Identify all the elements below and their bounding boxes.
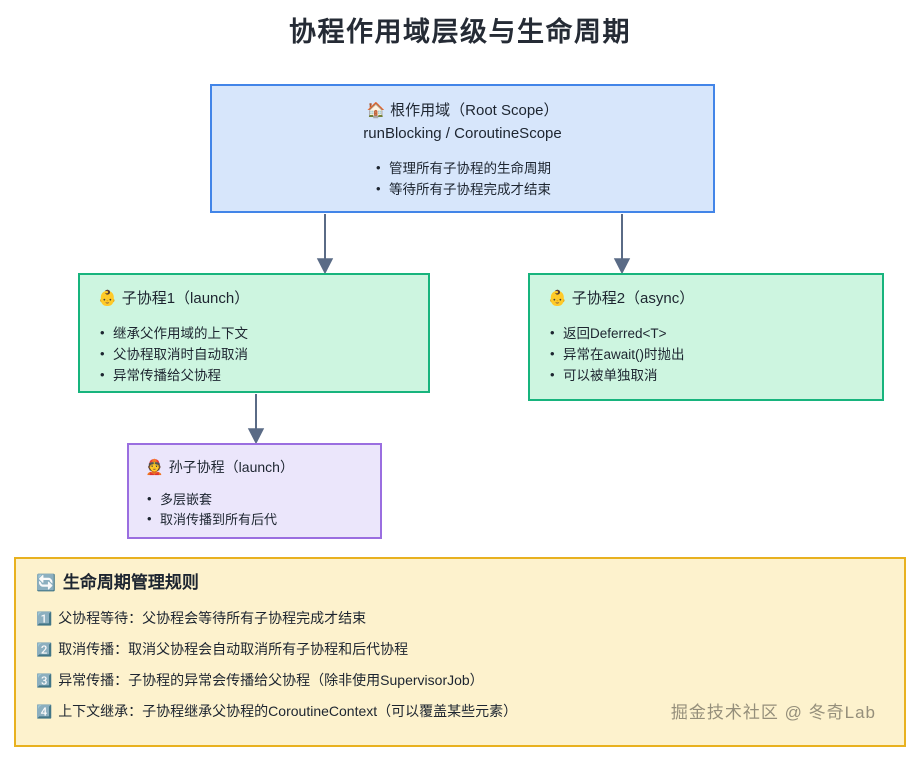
rule-text-1: 父协程等待：父协程会等待所有子协程完成才结束 xyxy=(58,610,367,626)
list-item: 管理所有子协程的生命周期 xyxy=(374,157,551,179)
node-child-coroutine-2[interactable]: 👶子协程2（async） 返回Deferred<T> 异常在await()时抛出… xyxy=(528,273,884,401)
rule-number-badge-2: 2️⃣ xyxy=(36,642,53,657)
baby-icon: 👶 xyxy=(98,290,117,307)
node-child2-bullets: 返回Deferred<T> 异常在await()时抛出 可以被单独取消 xyxy=(548,322,864,386)
rule-number-badge-1: 1️⃣ xyxy=(36,611,53,626)
list-item: 异常传播给父协程 xyxy=(98,364,410,386)
node-grandchild-heading: 👲孙子协程（launch） xyxy=(145,457,364,478)
rules-panel-title: 🔄 生命周期管理规则 xyxy=(36,571,884,596)
rule-item-1: 1️⃣ 父协程等待：父协程会等待所有子协程完成才结束 xyxy=(36,603,884,634)
node-child2-heading: 👶子协程2（async） xyxy=(548,289,864,309)
rules-list: 1️⃣ 父协程等待：父协程会等待所有子协程完成才结束 2️⃣ 取消传播：取消父协程会… xyxy=(36,603,884,727)
rule-item-4: 4️⃣ 上下文继承：子协程继承父协程的CoroutineContext（可以覆盖某… xyxy=(36,696,884,727)
node-grandchild-coroutine[interactable]: 👲孙子协程（launch） 多层嵌套 取消传播到所有后代 xyxy=(127,443,382,539)
rule-item-2: 2️⃣ 取消传播：取消父协程会自动取消所有子协程和后代协程 xyxy=(36,634,884,665)
rule-text-3: 异常传播：子协程的异常会传播给父协程（除非使用SupervisorJob） xyxy=(58,672,484,688)
node-root-bullets: 管理所有子协程的生命周期 等待所有子协程完成才结束 xyxy=(374,157,551,200)
list-item: 等待所有子协程完成才结束 xyxy=(374,178,551,200)
node-root-heading: 🏠根作用域（Root Scope） xyxy=(230,101,695,121)
node-child-coroutine-1[interactable]: 👶子协程1（launch） 继承父作用域的上下文 父协程取消时自动取消 异常传播… xyxy=(78,273,430,393)
rule-item-3: 3️⃣ 异常传播：子协程的异常会传播给父协程（除非使用SupervisorJob） xyxy=(36,665,884,696)
rule-number-badge-4: 4️⃣ xyxy=(36,704,53,719)
node-grandchild-bullets: 多层嵌套 取消传播到所有后代 xyxy=(145,489,364,530)
lifecycle-rules-panel: 🔄 生命周期管理规则 1️⃣ 父协程等待：父协程会等待所有子协程完成才结束 2️⃣ 取… xyxy=(14,557,906,747)
page-title: 协程作用域层级与生命周期 xyxy=(289,17,631,47)
baby-icon: 👶 xyxy=(548,290,567,307)
node-root-subtitle: runBlocking / CoroutineScope xyxy=(363,125,562,142)
list-item: 返回Deferred<T> xyxy=(548,322,864,344)
watermark: 掘金技术社区 @ 冬奇Lab xyxy=(670,703,876,722)
list-item: 可以被单独取消 xyxy=(548,364,864,386)
rule-text-2: 取消传播：取消父协程会自动取消所有子协程和后代协程 xyxy=(58,641,409,657)
list-item: 多层嵌套 xyxy=(145,489,364,510)
list-item: 父协程取消时自动取消 xyxy=(98,343,410,365)
node-child2-heading-text: 子协程2（async） xyxy=(571,290,695,307)
person-with-cap-icon: 👲 xyxy=(145,459,164,476)
rule-text-4: 上下文继承：子协程继承父协程的CoroutineContext（可以覆盖某些元素… xyxy=(58,703,518,719)
node-child1-bullets: 继承父作用域的上下文 父协程取消时自动取消 异常传播给父协程 xyxy=(98,322,410,386)
node-child1-heading: 👶子协程1（launch） xyxy=(98,289,410,309)
rule-number-badge-3: 3️⃣ xyxy=(36,673,53,688)
refresh-icon: 🔄 xyxy=(36,575,56,592)
node-grandchild-heading-text: 孙子协程（launch） xyxy=(168,459,294,475)
node-root-heading-text: 根作用域（Root Scope） xyxy=(390,102,559,119)
list-item: 继承父作用域的上下文 xyxy=(98,322,410,344)
house-icon: 🏠 xyxy=(366,102,386,119)
node-child1-heading-text: 子协程1（launch） xyxy=(121,290,250,307)
list-item: 取消传播到所有后代 xyxy=(145,509,364,530)
rules-panel-title-text: 生命周期管理规则 xyxy=(62,573,199,592)
node-root-scope[interactable]: 🏠根作用域（Root Scope） runBlocking / Coroutin… xyxy=(210,84,715,213)
list-item: 异常在await()时抛出 xyxy=(548,343,864,365)
